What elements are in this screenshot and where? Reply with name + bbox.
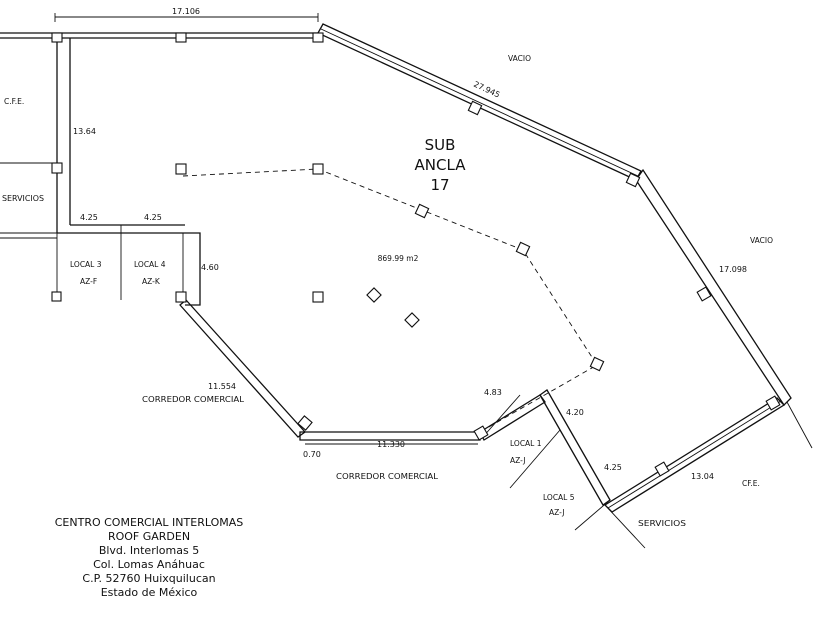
column <box>467 100 483 116</box>
vacio-right-label: VACIO <box>750 236 773 245</box>
servicios-left-label: SERVICIOS <box>2 194 44 203</box>
corridor-diagonal-wall <box>179 299 306 438</box>
column <box>414 203 430 219</box>
dimension-top: 17.106 <box>172 7 200 16</box>
corredor-bottom-label: CORREDOR COMERCIAL <box>336 472 439 481</box>
dimension-right-bottom: 13.04 <box>691 472 714 481</box>
area-boundary <box>182 168 598 433</box>
area-label: 869.99 m2 <box>378 254 419 263</box>
servicios-right-label: SERVICIOS <box>638 519 686 528</box>
address-line-1: CENTRO COMERCIAL INTERLOMAS <box>55 516 244 529</box>
right-diagonal-wall <box>635 168 813 449</box>
local-3-name: LOCAL 3 <box>70 260 102 269</box>
local-1-name: LOCAL 1 <box>510 439 542 448</box>
column <box>404 312 420 328</box>
column <box>312 291 324 303</box>
dimension-local-4-width: 4.25 <box>144 213 162 222</box>
local-4-name: LOCAL 4 <box>134 260 166 269</box>
bottom-wall <box>299 431 481 445</box>
lower-right-wall <box>603 397 786 513</box>
column <box>51 291 62 302</box>
address-line-5: C.P. 52760 Huixquilucan <box>82 572 215 585</box>
dimension-bottom: 11.330 <box>377 440 405 449</box>
dimension-diagonal-top: 27.945 <box>472 80 501 100</box>
address-block: CENTRO COMERCIAL INTERLOMAS ROOF GARDEN … <box>55 516 244 599</box>
dimension-right: 17.098 <box>719 265 747 274</box>
upper-diagonal-wall <box>317 23 642 181</box>
dimension-entry-c: 4.25 <box>604 463 622 472</box>
anchor-title-line3: 17 <box>430 176 449 194</box>
cfe-left-label: C.F.E. <box>4 97 24 106</box>
local-1-code: AZ-J <box>510 456 525 465</box>
top-wall <box>0 13 319 39</box>
column <box>175 32 187 43</box>
address-line-4: Col. Lomas Anáhuac <box>93 558 205 571</box>
column <box>625 172 641 188</box>
address-line-3: Blvd. Interlomas 5 <box>99 544 199 557</box>
dimension-local-4-height: 4.60 <box>201 263 219 272</box>
corredor-left-label: CORREDOR COMERCIAL <box>142 395 245 404</box>
column <box>589 356 605 372</box>
local-5-name: LOCAL 5 <box>543 493 575 502</box>
dimension-entry-b: 4.20 <box>566 408 584 417</box>
column <box>515 241 531 257</box>
anchor-title-line2: ANCLA <box>415 156 467 174</box>
local-4-wall <box>180 232 201 306</box>
dimension-left-wall: 13.64 <box>73 127 96 136</box>
dimension-small-bottom: 0.70 <box>303 450 321 459</box>
column <box>312 163 324 175</box>
address-line-6: Estado de México <box>101 586 198 599</box>
column <box>175 163 187 175</box>
local-3-code: AZ-F <box>80 277 97 286</box>
dimension-corridor-diagonal: 11.554 <box>208 382 236 391</box>
anchor-title-line1: SUB <box>425 136 456 154</box>
column <box>51 162 63 174</box>
column <box>312 32 324 43</box>
dimension-local-3-width: 4.25 <box>80 213 98 222</box>
columns <box>51 32 781 477</box>
local-5-code: AZ-J <box>549 508 564 517</box>
column <box>297 415 313 431</box>
dimension-entry-a: 4.83 <box>484 388 502 397</box>
vacio-top-label: VACIO <box>508 54 531 63</box>
column <box>366 287 382 303</box>
entry-walls <box>479 389 646 549</box>
column <box>175 291 187 303</box>
address-line-2: ROOF GARDEN <box>108 530 190 543</box>
column <box>696 286 712 302</box>
local-4-code: AZ-K <box>142 277 161 286</box>
cfe-right-label: CF.E. <box>742 479 760 488</box>
left-wall <box>0 38 185 300</box>
column <box>473 425 489 441</box>
column <box>51 32 63 43</box>
column <box>654 461 670 477</box>
column <box>765 395 781 411</box>
